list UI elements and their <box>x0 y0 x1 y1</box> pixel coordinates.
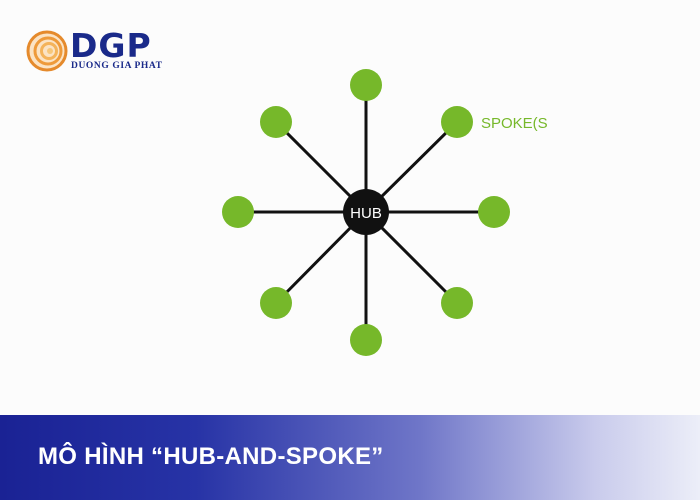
hub-node <box>343 189 389 235</box>
spoke-nodes <box>222 69 510 356</box>
spoke-node-s <box>350 324 382 356</box>
title-banner: MÔ HÌNH “HUB-AND-SPOKE” <box>0 415 700 500</box>
hub-label: HUB <box>350 205 382 222</box>
logo-tagline: DUONG GIA PHAT <box>71 61 163 71</box>
spoke-node-se <box>441 287 473 319</box>
spoke-node-n <box>350 69 382 101</box>
spoke-node-e <box>478 196 510 228</box>
spoke-node-sw <box>260 287 292 319</box>
spoke-node-ne <box>441 106 473 138</box>
spoke-node-nw <box>260 106 292 138</box>
banner-title: MÔ HÌNH “HUB-AND-SPOKE” <box>38 443 384 470</box>
hub-and-spoke-diagram: HUB SPOKE(S <box>222 69 548 356</box>
dgp-logo: DGP DUONG GIA PHAT <box>26 26 196 76</box>
spoke-node-w <box>222 196 254 228</box>
logo-wordmark: DGP <box>70 26 152 65</box>
logo-swirl-icon <box>26 30 68 72</box>
spoke-label: SPOKE(S <box>481 115 548 132</box>
